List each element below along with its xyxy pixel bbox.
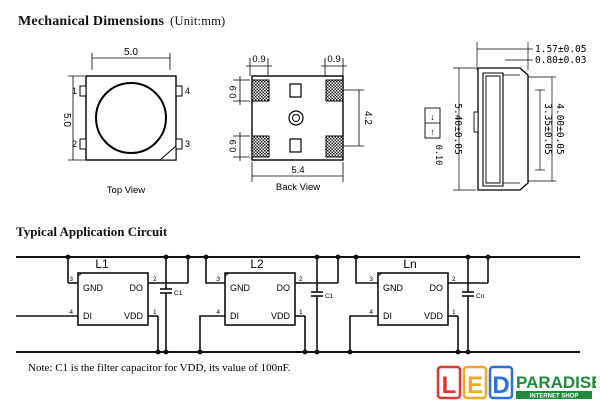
pin-do-label: DO	[130, 283, 144, 293]
title-main: Mechanical Dimensions	[18, 14, 165, 29]
pin-do-label: DO	[430, 283, 444, 293]
back-view-pad	[251, 135, 270, 158]
pin-number: 1	[299, 309, 303, 316]
led-stage-l1: L1 GND DO DI VDD 3 2 4 1 C1	[69, 257, 183, 326]
led-stage-ln: Ln GND DO DI VDD 3 2 4 1 Cn	[369, 257, 485, 326]
back-view-pad	[251, 79, 270, 102]
top-view-pin-1: 1	[72, 86, 77, 96]
pin-number: 3	[69, 276, 73, 283]
pin-number: 4	[69, 309, 73, 316]
stage-label: L2	[250, 257, 264, 271]
logo-letter: L	[442, 372, 457, 399]
back-view-pad-side-top: 0.9	[228, 86, 238, 99]
capacitor-label: Cn	[476, 293, 485, 300]
back-view-pad	[325, 79, 344, 102]
side-view-small-box-bottom: ↑	[430, 127, 435, 137]
back-view-pad-top-left: 0.9	[252, 54, 265, 65]
top-view-pin-2: 2	[72, 139, 77, 149]
side-view-top-label-1: 1.57±0.05	[535, 44, 586, 55]
back-view-pad	[325, 135, 344, 158]
top-view-pin-4: 4	[185, 86, 190, 96]
pin-number: 2	[153, 276, 157, 283]
pin-do-label: DO	[277, 283, 291, 293]
led-stage-l2: L2 GND DO DI VDD 3 2 4 1 C1	[216, 257, 334, 326]
logo-letter-box	[488, 365, 514, 400]
back-view: 0.9 0.9 0.9 0.9 4.2	[228, 54, 373, 193]
pin-di-label: DI	[83, 311, 92, 321]
note-text: Note: C1 is the filter capacitor for VDD…	[28, 362, 291, 374]
pin-number: 3	[369, 276, 373, 283]
pin-gnd-label: GND	[230, 283, 251, 293]
led-chip	[377, 272, 449, 326]
mechanical-dimensions-title: Mechanical Dimensions (Unit:mm)	[18, 14, 225, 30]
back-view-pad-side-bottom: 0.9	[228, 140, 238, 153]
top-view-lens	[95, 82, 167, 154]
mechanical-drawings: 5.0 5.0 1 2 3 4 Top View 0.9	[61, 42, 586, 196]
top-view-width-label: 5.0	[124, 47, 138, 58]
pin-di-label: DI	[230, 311, 239, 321]
top-view: 5.0 5.0 1 2 3 4 Top View	[61, 47, 190, 196]
pin-number: 4	[369, 309, 373, 316]
logo-word: PARADISE	[516, 373, 596, 392]
logo-sub-bar	[516, 391, 592, 399]
stage-label: L1	[95, 257, 109, 271]
led-chip	[224, 272, 296, 326]
pin-vdd-label: VDD	[424, 311, 444, 321]
pin-gnd-label: GND	[83, 283, 104, 293]
logo-letter-box	[462, 365, 488, 400]
back-view-caption: Back View	[276, 182, 320, 193]
pin-number: 1	[452, 309, 456, 316]
capacitor-label: C1	[174, 290, 183, 297]
side-view-small-left: 0.10	[433, 145, 443, 165]
back-view-width-label: 5.4	[291, 165, 304, 176]
top-view-height-label: 5.0	[61, 113, 72, 127]
pin-vdd-label: VDD	[271, 311, 291, 321]
pin-number: 1	[153, 309, 157, 316]
top-view-caption: Top View	[107, 185, 146, 196]
back-view-pad-top-right: 0.9	[327, 54, 340, 65]
pin-gnd-label: GND	[383, 283, 404, 293]
led-paradise-logo: L E D PARADISE INTERNET SHOP	[436, 365, 596, 400]
side-view-small-box-top: ↓	[430, 112, 435, 122]
pin-number: 4	[216, 309, 220, 316]
pin-number: 3	[216, 276, 220, 283]
back-view-height-label: 4.2	[362, 111, 373, 125]
title-unit: (Unit:mm)	[170, 14, 226, 28]
pin-number: 2	[452, 276, 456, 283]
application-circuit: L1 GND DO DI VDD 3 2 4 1 C1 L2 GND DO DI…	[16, 254, 580, 355]
top-view-pin-3: 3	[185, 139, 190, 149]
side-view-top-label-2: 0.80±0.03	[535, 55, 586, 66]
logo-letter-box	[436, 365, 462, 400]
logo-sub: INTERNET SHOP	[530, 394, 579, 400]
pin-number: 2	[299, 276, 303, 283]
pin-vdd-label: VDD	[124, 311, 144, 321]
side-view-left-label: 5.40±0.05	[452, 103, 463, 154]
pin-di-label: DI	[383, 311, 392, 321]
capacitor-label: C1	[325, 293, 334, 300]
side-view: 1.57±0.05 0.80±0.03 5.40±0.05 4.00±0.05 …	[424, 42, 586, 191]
side-view-right-label-2: 3.35±0.05	[542, 103, 553, 154]
logo-letter: D	[492, 372, 509, 399]
led-chip	[77, 272, 149, 326]
logo-letter: E	[467, 372, 483, 399]
circuit-title: Typical Application Circuit	[16, 224, 168, 239]
stage-label: Ln	[403, 257, 416, 271]
side-view-right-label-1: 4.00±0.05	[554, 103, 565, 154]
